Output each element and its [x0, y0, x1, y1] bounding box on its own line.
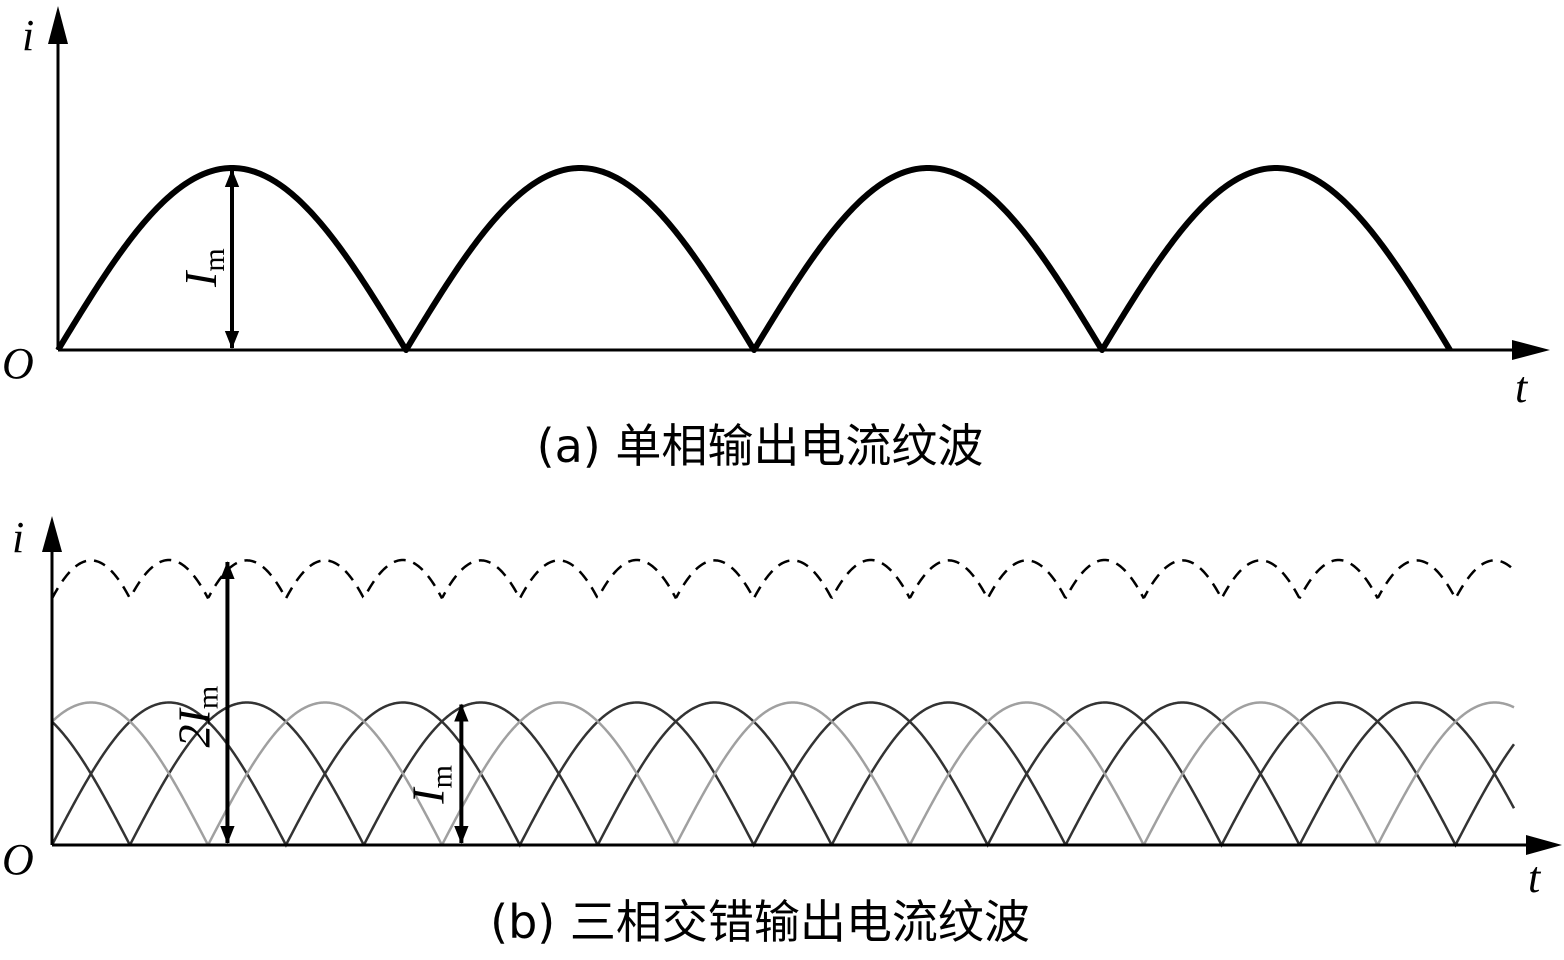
phase-3-ripple-curve	[51, 701, 1515, 846]
phase-2-ripple-curve	[51, 701, 1516, 846]
b-amplitude-label-main: I	[402, 786, 453, 805]
b-amplitude-label-sub: m	[425, 765, 458, 788]
b-amplitude-label: Im	[402, 765, 458, 805]
a-x-axis-arrow	[1512, 340, 1550, 360]
b-double-amplitude-label-sub: m	[191, 686, 224, 709]
a-amplitude-label-main: I	[175, 269, 226, 288]
b-y-axis-label: i	[12, 513, 24, 562]
b-origin-label: O	[2, 835, 34, 884]
a-origin-label: O	[2, 339, 34, 388]
b-x-axis-arrow	[1526, 835, 1562, 855]
panel-a: i t O Im (a) 单相输出电流纹波	[2, 6, 1550, 473]
total-ripple-dashed-curve	[50, 558, 1515, 602]
panel-b: i t O 2Im Im (b) 三相交错输出电流纹波	[2, 513, 1562, 949]
a-y-axis-arrow	[48, 6, 68, 44]
a-x-axis-label: t	[1515, 363, 1529, 412]
b-double-amplitude-label-main: 2I	[168, 707, 219, 748]
b-y-axis-arrow	[42, 516, 62, 552]
b-double-amplitude-label: 2Im	[168, 686, 224, 748]
a-amplitude-label-sub: m	[198, 248, 231, 271]
phase-1-ripple-curve	[50, 701, 1516, 848]
a-y-axis-label: i	[22, 11, 34, 60]
b-x-axis-label: t	[1528, 853, 1542, 902]
single-phase-ripple-curve	[55, 165, 1453, 353]
a-caption: (a) 单相输出电流纹波	[537, 419, 984, 473]
a-amplitude-label: Im	[175, 248, 231, 288]
b-caption: (b) 三相交错输出电流纹波	[490, 895, 1030, 949]
